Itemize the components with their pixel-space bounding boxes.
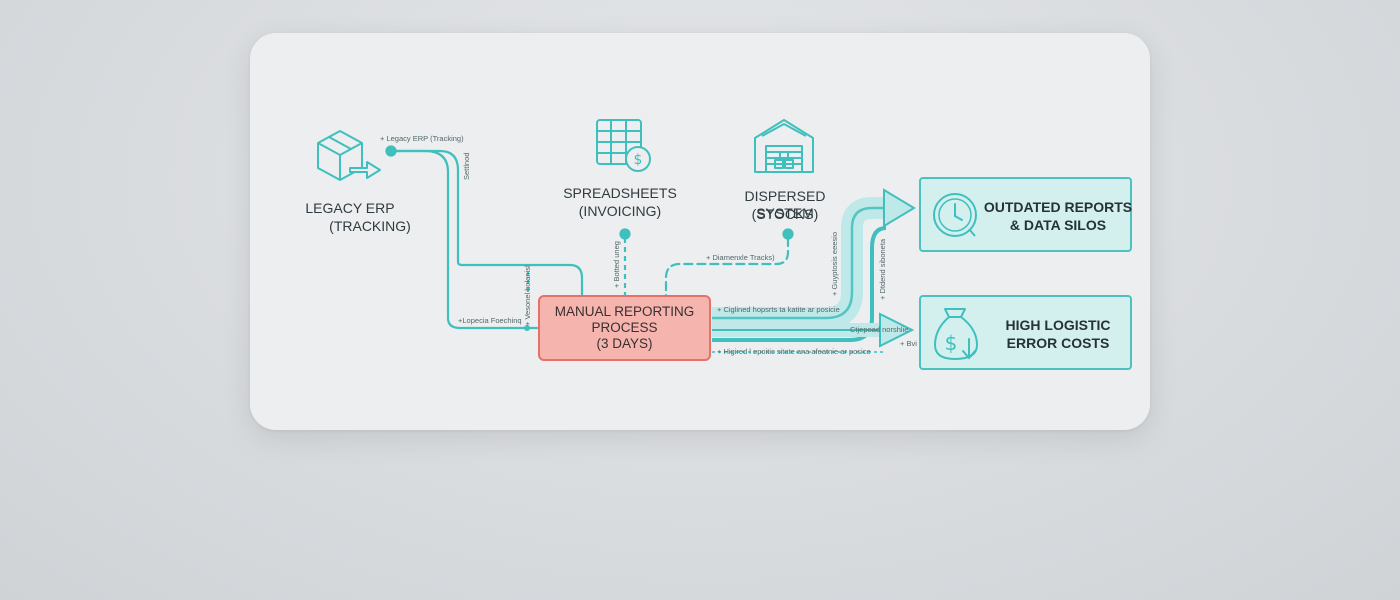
dispersed-subtitle: (STOCKS) bbox=[751, 206, 819, 222]
legacy-erp-title: LEGACY ERP bbox=[305, 200, 395, 216]
spreadsheets-title: SPREADSHEETS bbox=[563, 185, 677, 201]
money-bag-icon: $ bbox=[933, 308, 979, 361]
annotation-spreadsheet-vertical: + Botted uneg bbox=[612, 241, 621, 288]
annotation-dispersed-top: + Diamenxle Tracks) bbox=[706, 253, 775, 262]
spreadsheet-dollar-icon: $ bbox=[596, 119, 651, 172]
clock-icon bbox=[933, 193, 977, 237]
outdated-line-2: & DATA SILOS bbox=[1009, 216, 1107, 233]
process-line-3: (3 DAYS) bbox=[596, 336, 653, 352]
process-line-1: MANUAL REPORTING bbox=[554, 303, 695, 319]
annotation-right-small2: + Bvi bbox=[900, 339, 917, 348]
annotation-legacy-top: + Legacy ERP (Tracking) bbox=[380, 134, 464, 143]
dispersed-connector bbox=[664, 228, 794, 298]
annotation-arrow-vertical2: + Dtdend siboneta bbox=[878, 238, 887, 300]
outdated-line-1: OUTDATED REPORTS bbox=[983, 199, 1133, 215]
warehouse-icon bbox=[754, 119, 814, 173]
legacy-connector-lines bbox=[385, 145, 584, 330]
errors-line-1: HIGH LOGISTIC bbox=[1005, 317, 1111, 333]
manual-reporting-process-box: MANUAL REPORTING PROCESS (3 DAYS) bbox=[538, 295, 711, 361]
dispersed-title: DISPERSED SYSTEM bbox=[744, 188, 826, 222]
svg-text:$: $ bbox=[634, 152, 643, 168]
spreadsheet-connector bbox=[619, 228, 631, 296]
outdated-reports-box: OUTDATED REPORTS & DATA SILOS bbox=[919, 177, 1132, 252]
annotation-legacy-vertical: Settlnod bbox=[462, 152, 471, 180]
annotation-legacy-vertical2: + Vesonel bolanisl bbox=[523, 265, 532, 326]
annotation-right-small: Ctjepoad norshlie bbox=[850, 325, 909, 334]
output-arrow-upper bbox=[712, 188, 916, 329]
legacy-erp-subtitle: (TRACKING) bbox=[329, 218, 411, 234]
svg-text:$: $ bbox=[945, 331, 958, 355]
annotation-arrow-vertical1: + Guyptosis eeesio bbox=[830, 232, 839, 296]
spreadsheets-subtitle: (INVOICING) bbox=[578, 203, 662, 219]
annotation-lower-right: + Higired l epoitic sitate ana afeatnie … bbox=[717, 347, 871, 356]
annotation-upper-right: + Ciglined hopsrts ta katite ar posicie bbox=[717, 305, 840, 314]
output-arrow-lower bbox=[712, 226, 915, 353]
process-line-2: PROCESS bbox=[591, 319, 658, 335]
errors-line-2: ERROR COSTS bbox=[1006, 334, 1110, 351]
annotation-legacy-bottom: +Lopecia Foechinq bbox=[458, 316, 522, 325]
package-box-icon bbox=[317, 130, 381, 181]
high-error-costs-box: $ HIGH LOGISTIC ERROR COSTS bbox=[919, 295, 1132, 370]
